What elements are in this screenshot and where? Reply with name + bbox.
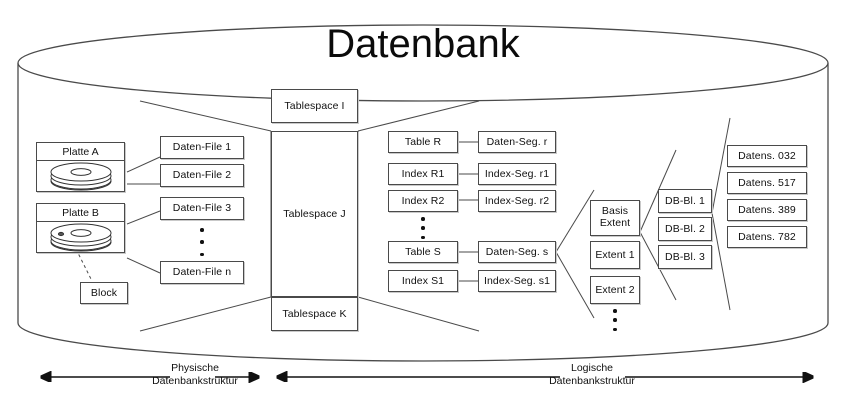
object-index-r1: Index R1	[388, 163, 458, 185]
block-node: Block	[80, 282, 128, 304]
caption-logical-line2: Datenbankstruktur	[549, 375, 635, 388]
caption-physical-line1: Physische	[171, 362, 219, 374]
caption-physical-line2: Datenbankstruktur	[152, 375, 238, 388]
extent-2: Extent 2	[590, 276, 640, 304]
disk-platte-a-label: Platte A	[37, 143, 124, 161]
data-file-n: Daten-File n	[160, 261, 244, 284]
db-block-3: DB-Bl. 3	[658, 245, 712, 269]
caption-logical-line1: Logische	[570, 362, 614, 374]
tablespace-k: Tablespace K	[271, 297, 358, 331]
extent-basis: Basis Extent	[590, 200, 640, 236]
object-index-s1: Index S1	[388, 270, 458, 292]
data-file-2: Daten-File 2	[160, 164, 244, 187]
extents-vertical-ellipsis	[611, 309, 619, 331]
object-segment-links	[458, 141, 478, 282]
tablespace-j: Tablespace J	[271, 131, 358, 297]
page-title: Datenbank	[326, 22, 520, 66]
extent-basis-line1: Basis	[601, 205, 629, 218]
disk-platte-a: Platte A	[36, 142, 125, 192]
segment-daten-seg-s: Daten-Seg. s	[478, 241, 556, 263]
caption-logical: Logische Datenbankstruktur	[507, 362, 677, 388]
segment-index-seg-s1: Index-Seg. s1	[478, 270, 556, 292]
disk-to-file-connectors	[126, 156, 161, 274]
db-block-2: DB-Bl. 2	[658, 217, 712, 241]
disk-platte-b: Platte B	[36, 203, 125, 253]
dataset-389: Datens. 389	[727, 199, 807, 221]
extent-basis-line2: Extent	[599, 217, 631, 229]
object-table-s: Table S	[388, 241, 458, 263]
tablespace-to-object-connectors	[357, 100, 480, 332]
segment-daten-seg-r: Daten-Seg. r	[478, 131, 556, 153]
object-index-r2: Index R2	[388, 190, 458, 212]
dataset-517: Datens. 517	[727, 172, 807, 194]
data-files-vertical-ellipsis	[198, 228, 206, 256]
caption-physical: Physische Datenbankstruktur	[110, 362, 280, 388]
disk-platte-b-label: Platte B	[37, 204, 124, 222]
segment-index-seg-r2: Index-Seg. r2	[478, 190, 556, 212]
segment-index-seg-r1: Index-Seg. r1	[478, 163, 556, 185]
data-file-1: Daten-File 1	[160, 136, 244, 159]
disk-platter-icon	[37, 161, 124, 191]
dbblock-to-dataset-connectors	[711, 117, 731, 311]
database-cylinder	[17, 24, 829, 362]
db-block-1: DB-Bl. 1	[658, 189, 712, 213]
dataset-032: Datens. 032	[727, 145, 807, 167]
extent-1: Extent 1	[590, 241, 640, 269]
segment-to-extent-connectors	[555, 189, 595, 319]
data-file-3: Daten-File 3	[160, 197, 244, 220]
objects-vertical-ellipsis	[419, 217, 427, 239]
tablespace-i: Tablespace I	[271, 89, 358, 123]
dataset-782: Datens. 782	[727, 226, 807, 248]
disk-platter-icon	[37, 222, 124, 252]
object-table-r: Table R	[388, 131, 458, 153]
